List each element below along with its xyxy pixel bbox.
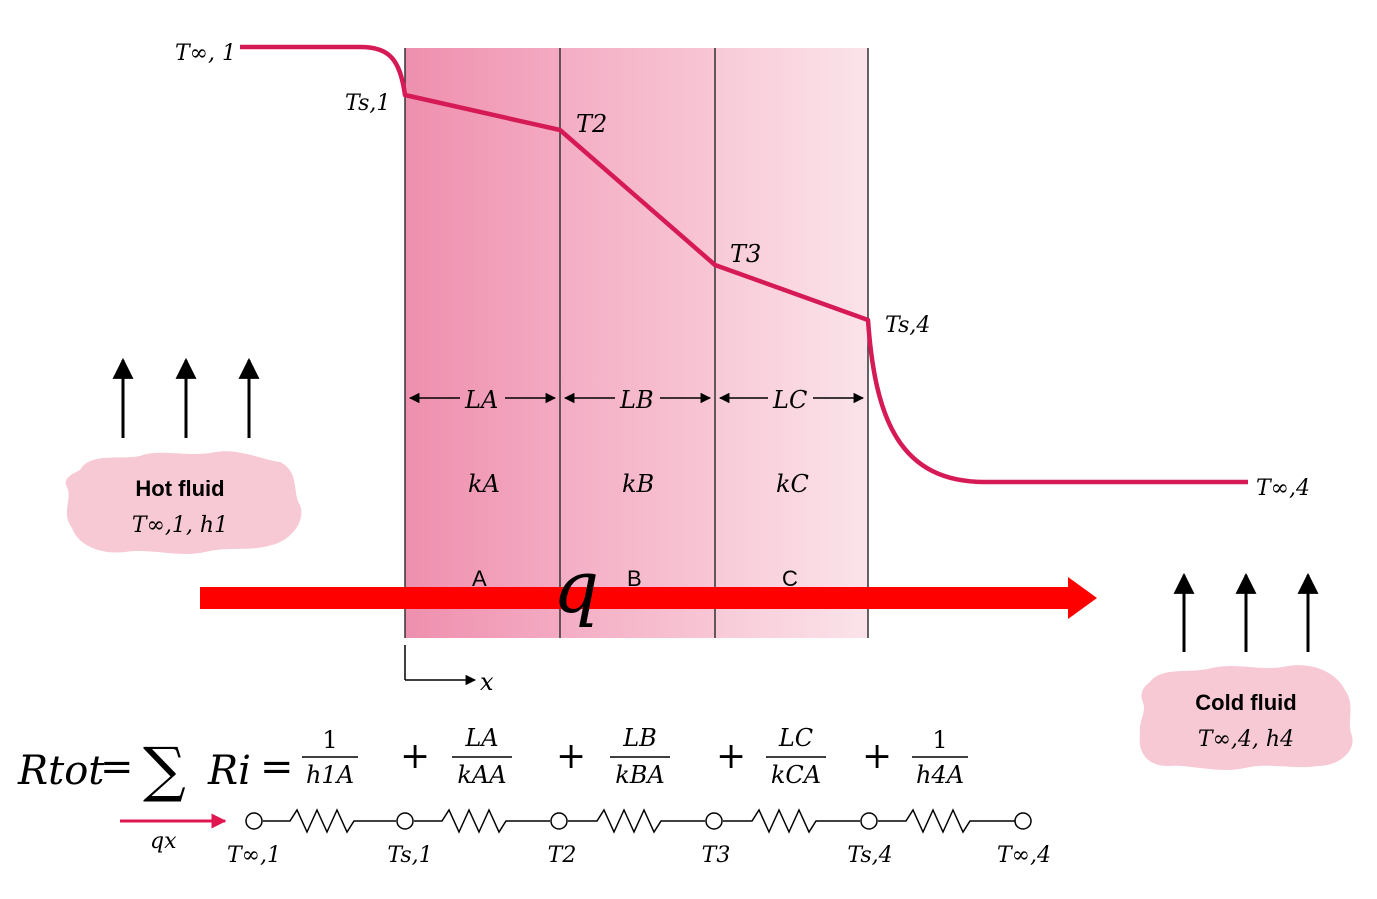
wall-b-conductivity: kB [622, 470, 654, 498]
hot-fluid-cloud [65, 451, 302, 554]
eq-sum-symbol: ∑ [143, 735, 186, 805]
eq-term-4-num: LC [778, 724, 813, 752]
eq-term-2-num: LA [464, 724, 498, 752]
node-label-6: T∞,4 [997, 843, 1051, 868]
qx-label: qx [150, 829, 177, 854]
wall-c [715, 48, 868, 638]
resistor-2 [414, 808, 550, 834]
node-label-4: T3 [702, 843, 731, 868]
eq-equals-1: = [100, 744, 134, 790]
thermal-circuit: qx T∞,1 Ts,1 T2 T3 Ts,4 T∞,4 [120, 808, 1051, 868]
wall-b-name: B [627, 566, 642, 591]
node-6 [1014, 812, 1032, 830]
label-ts4: Ts,4 [885, 313, 930, 338]
label-t-inf-1: T∞, 1 [175, 41, 236, 66]
eq-term-4-den: kCA [771, 761, 821, 789]
label-t-inf-4: T∞,4 [1256, 476, 1310, 501]
eq-lhs: Rtot [17, 748, 105, 794]
node-label-2: Ts,1 [387, 843, 432, 868]
wall-b [560, 48, 715, 638]
label-t3: T3 [730, 240, 761, 268]
wall-c-name: C [782, 566, 798, 591]
eq-term-1-den: h1A [306, 761, 354, 789]
temperature-profile [240, 44, 1248, 485]
wall-c-thickness: LC [772, 386, 807, 414]
node-5 [860, 812, 878, 830]
resistor-1 [263, 808, 396, 834]
resistor-4 [723, 808, 860, 834]
node-2 [396, 812, 414, 830]
eq-plus-3: + [716, 736, 746, 777]
total-resistance-equation: Rtot = ∑ Ri = 1 h1A + LA kAA + LB kBA + … [17, 724, 968, 805]
eq-term-2-den: kAA [457, 761, 506, 789]
eq-plus-1: + [400, 736, 430, 777]
label-ts1: Ts,1 [345, 91, 390, 116]
x-axis-label: x [480, 668, 494, 696]
heat-flow-label: q [553, 545, 599, 629]
eq-equals-2: = [260, 744, 294, 790]
node-label-1: T∞,1 [227, 843, 281, 868]
node-label-3: T2 [548, 843, 577, 868]
wall-a [405, 48, 560, 638]
cold-fluid-arrows [1173, 572, 1319, 652]
wall-a-thickness: LA [464, 386, 498, 414]
wall-b-thickness: LB [619, 386, 654, 414]
eq-term-3-den: kBA [615, 761, 665, 789]
heat-flow-arrow [200, 577, 1097, 619]
node-label-5: Ts,4 [847, 843, 892, 868]
hot-fluid-props: T∞,1, h1 [132, 513, 228, 538]
wall-a-name: A [472, 566, 487, 591]
resistor-3 [568, 808, 705, 834]
eq-term-3-num: LB [622, 724, 657, 752]
x-axis-indicator [404, 645, 477, 686]
cold-fluid-props: T∞,4, h4 [1198, 727, 1294, 752]
eq-term-5-den: h4A [916, 761, 964, 789]
eq-plus-4: + [862, 736, 892, 777]
cold-fluid-title: Cold fluid [1195, 690, 1296, 715]
eq-term-1-num: 1 [322, 726, 337, 754]
node-4 [705, 812, 723, 830]
resistor-5 [878, 808, 1015, 834]
wall-a-conductivity: kA [468, 470, 500, 498]
eq-sum-term: Ri [207, 748, 251, 794]
eq-plus-2: + [556, 736, 586, 777]
node-3 [550, 812, 568, 830]
label-t2: T2 [576, 110, 607, 138]
hot-fluid-arrows [112, 357, 260, 438]
composite-wall [404, 48, 869, 638]
hot-fluid-title: Hot fluid [135, 476, 224, 501]
eq-term-5-num: 1 [932, 726, 947, 754]
wall-c-conductivity: kC [776, 470, 809, 498]
cold-fluid-cloud [1139, 665, 1353, 770]
node-1 [245, 812, 263, 830]
